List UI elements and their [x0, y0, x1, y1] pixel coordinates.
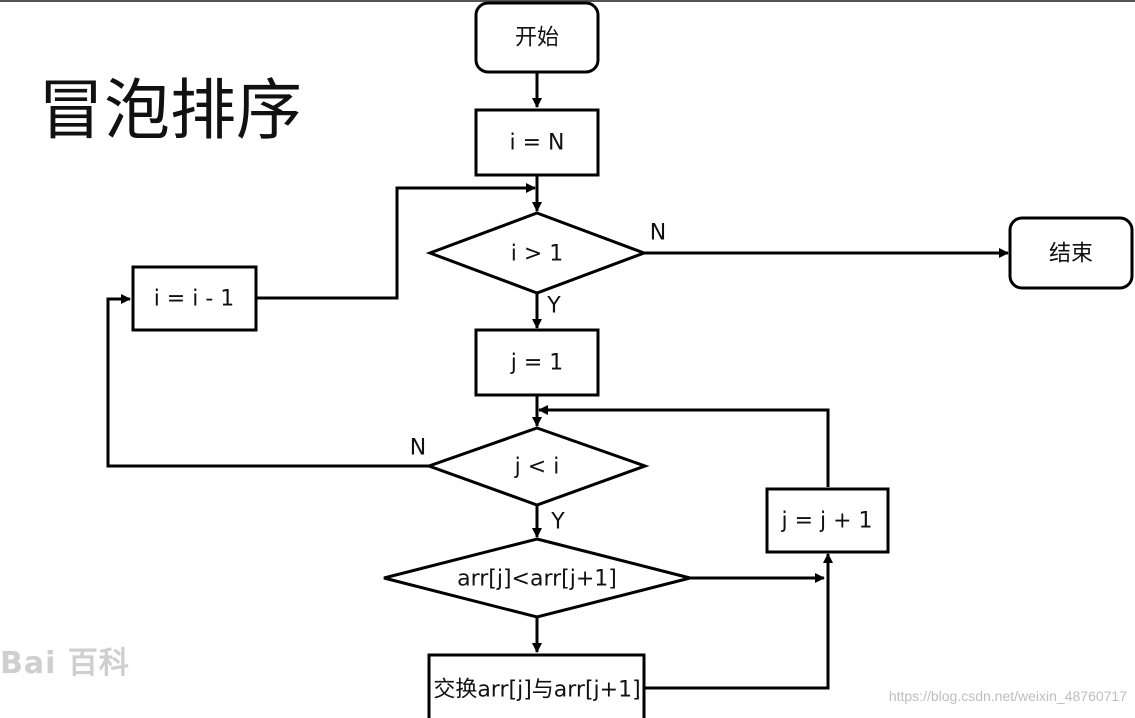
baidu-watermark: Bai 百科 [0, 646, 130, 681]
end-node [1008, 216, 1134, 290]
edge-cond-j-no-to-dec-i [106, 294, 429, 468]
init-i-label: i = N [510, 131, 565, 156]
cond-j-no-label: N [410, 436, 426, 461]
cond-i-yes-label: Y [546, 294, 561, 319]
diagram-title: 冒泡排序 [38, 72, 302, 149]
top-border [0, 0, 1135, 2]
init-i-box [474, 108, 600, 177]
swap-box [427, 653, 646, 718]
inc-j-box [765, 487, 890, 554]
cond-j-diamond [424, 426, 650, 507]
compare-label: arr[j]<arr[j+1] [457, 567, 617, 592]
edge-inc-j-to-cond-j [538, 405, 830, 487]
cond-i-no-label: N [650, 221, 666, 246]
init-j-label: j = 1 [510, 351, 564, 376]
cond-j-label: j < i [514, 455, 560, 480]
edge-dec-i-to-cond-i [257, 183, 536, 300]
cond-j-yes-label: Y [550, 510, 565, 535]
end-label: 结束 [1049, 242, 1093, 267]
cond-i-label: i > 1 [511, 242, 564, 267]
cond-i-diamond [425, 211, 649, 295]
inc-j-label: j = j + 1 [780, 509, 872, 534]
swap-label: 交换arr[j]与arr[j+1] [433, 678, 640, 703]
dec-i-label: i = i - 1 [154, 287, 235, 312]
csdn-watermark: https://blog.csdn.net/weixin_48760717 [888, 688, 1127, 704]
edge-swap-to-inc-j [644, 553, 833, 690]
start-label: 开始 [515, 26, 559, 51]
dec-i-box [131, 265, 258, 332]
compare-diamond [383, 537, 691, 619]
start-node [474, 1, 600, 74]
init-j-box [474, 328, 600, 397]
